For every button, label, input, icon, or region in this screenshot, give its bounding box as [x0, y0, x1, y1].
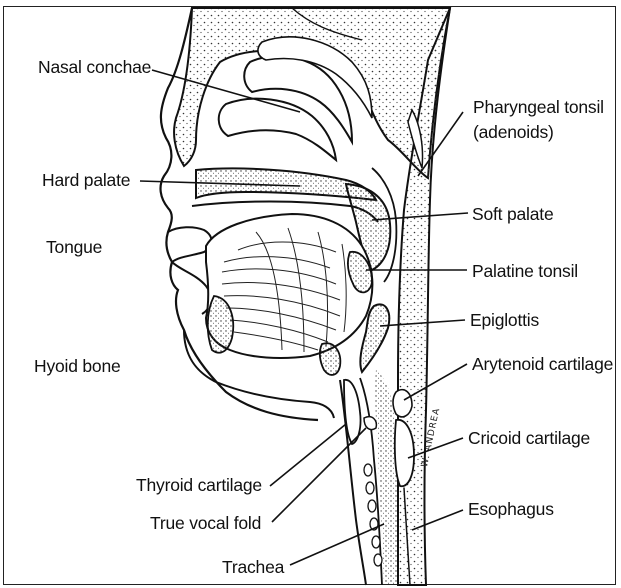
lower-lip	[172, 262, 211, 314]
vocal-fold-shape	[364, 417, 376, 430]
label-epiglottis: Epiglottis	[470, 310, 539, 330]
label-hyoid-bone: Hyoid bone	[34, 356, 121, 376]
label-pharyngeal-tonsil: Pharyngeal tonsil	[473, 97, 604, 117]
arytenoid-cartilage-shape	[393, 390, 412, 417]
label-soft-palate: Soft palate	[472, 204, 553, 224]
leader-thyroid	[270, 424, 346, 486]
label-true-vocal-fold: True vocal fold	[150, 513, 261, 533]
label-thyroid-cartilage: Thyroid cartilage	[136, 475, 262, 495]
label-hard-palate: Hard palate	[42, 170, 130, 190]
upper-lip	[168, 227, 212, 262]
label-adenoids: (adenoids)	[473, 122, 554, 142]
label-cricoid-cartilage: Cricoid cartilage	[468, 428, 590, 448]
label-palatine-tonsil: Palatine tonsil	[472, 261, 578, 281]
hyoid-bone-shape	[320, 343, 340, 375]
label-esophagus: Esophagus	[468, 499, 554, 519]
label-arytenoid-cartilage: Arytenoid cartilage	[472, 354, 613, 374]
label-nasal-conchae: Nasal conchae	[38, 57, 151, 77]
label-tongue: Tongue	[46, 237, 102, 257]
concha-middle	[219, 99, 336, 160]
label-trachea: Trachea	[222, 557, 284, 577]
leader-trachea	[290, 524, 384, 565]
